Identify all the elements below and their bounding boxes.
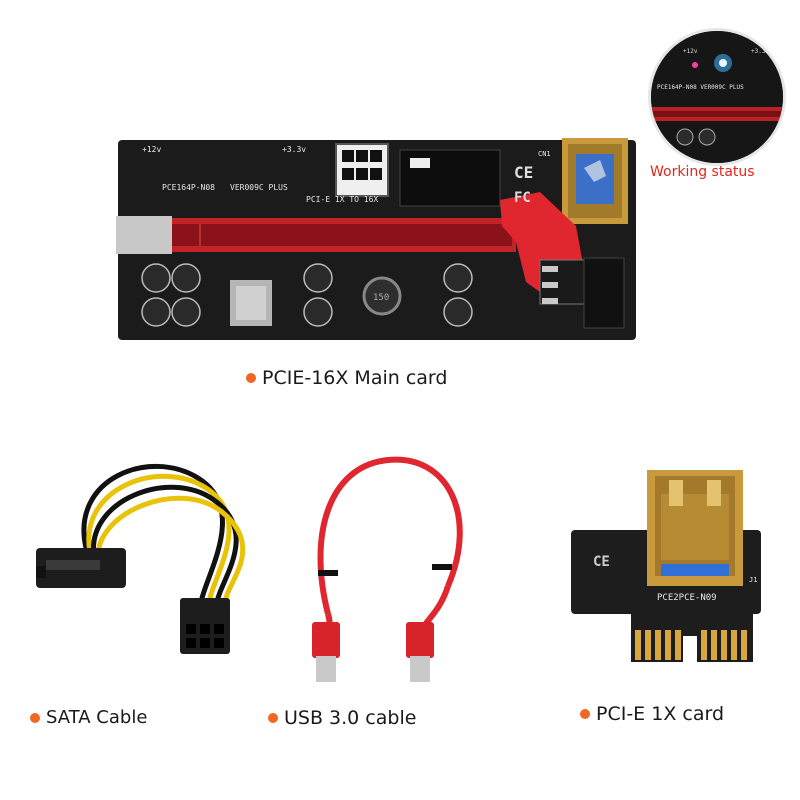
bullet-dot-icon xyxy=(30,712,40,723)
pcie1x-card-image: CE PCE2PCE-N09 J1 xyxy=(565,470,775,690)
working-status-label: Working status xyxy=(650,164,755,180)
working-status-inset: +12v +3.3v PCE164P-N08 VER009C PLUS xyxy=(648,28,786,166)
sata-cable-image xyxy=(30,448,260,678)
pcie1x-model: PCE2PCE-N09 xyxy=(657,593,717,603)
main-card-route: PCI-E 1X TO 16X xyxy=(306,195,378,204)
svg-text:CE: CE xyxy=(514,163,533,182)
inductor-label: 150 xyxy=(373,293,389,303)
inset-33v: +3.3v xyxy=(751,48,769,55)
main-card-model: PCE164P-N08 xyxy=(162,183,215,192)
bullet-dot-icon xyxy=(580,709,590,719)
led-icon xyxy=(692,54,732,72)
main-card-caption-text: PCIE-16X Main card xyxy=(262,367,448,389)
svg-text:CE: CE xyxy=(593,554,610,570)
ce-mark-icon: CE xyxy=(514,163,533,182)
svg-text:FC: FC xyxy=(514,190,531,206)
sata-cable-caption-text: SATA Cable xyxy=(46,707,148,728)
pcie16x-main-card-image: 150 PCE164P-N08 VER009C PLUS PCI-E 1X TO… xyxy=(110,130,640,345)
usb-cable-image xyxy=(298,446,488,690)
main-card-version: VER009C PLUS xyxy=(230,183,288,192)
pcie1x-j1: J1 xyxy=(749,576,757,584)
pcie1x-card-caption: PCI-E 1X card xyxy=(580,703,724,725)
inset-board-text: PCE164P-N08 VER009C PLUS xyxy=(657,84,744,91)
ce-mark-icon: CE xyxy=(593,554,610,570)
usb-port-icon xyxy=(647,470,743,586)
main-card-33v: +3.3v xyxy=(282,145,306,154)
sata-cable-caption: SATA Cable xyxy=(30,707,147,728)
fcc-mark-icon: FC xyxy=(514,190,531,206)
bullet-dot-icon xyxy=(268,713,278,723)
inset-12v: +12v xyxy=(683,48,698,55)
pcie1x-card-caption-text: PCI-E 1X card xyxy=(596,703,724,725)
usb-cable-caption: USB 3.0 cable xyxy=(268,707,416,729)
usb-port-icon xyxy=(562,138,628,224)
main-card-12v: +12v xyxy=(142,145,161,154)
main-card-cn1: CN1 xyxy=(538,150,551,158)
bullet-dot-icon xyxy=(246,373,256,383)
usb-cable-caption-text: USB 3.0 cable xyxy=(284,707,417,729)
main-card-caption: PCIE-16X Main card xyxy=(246,367,447,389)
